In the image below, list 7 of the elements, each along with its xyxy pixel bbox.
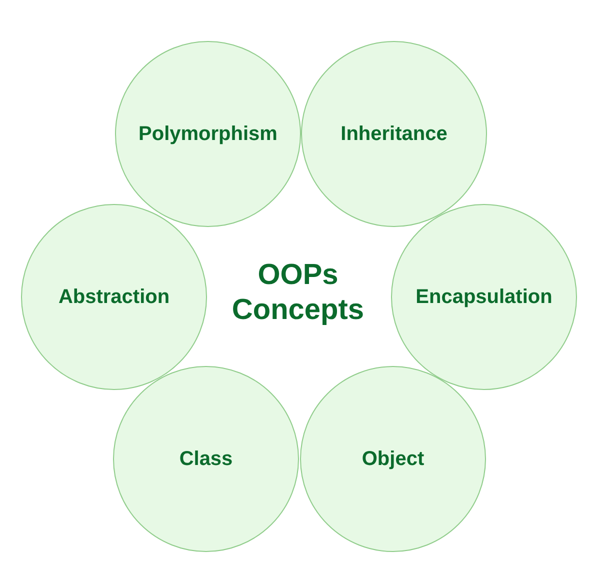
diagram-title: OOPs Concepts	[230, 258, 366, 328]
concept-label: Inheritance	[340, 122, 448, 146]
concept-label: Encapsulation	[416, 286, 552, 308]
concept-label: Class	[179, 448, 233, 470]
concept-label: Object	[362, 448, 424, 470]
concept-label: Abstraction	[58, 286, 170, 308]
concept-label: Polymorphism	[138, 122, 278, 146]
